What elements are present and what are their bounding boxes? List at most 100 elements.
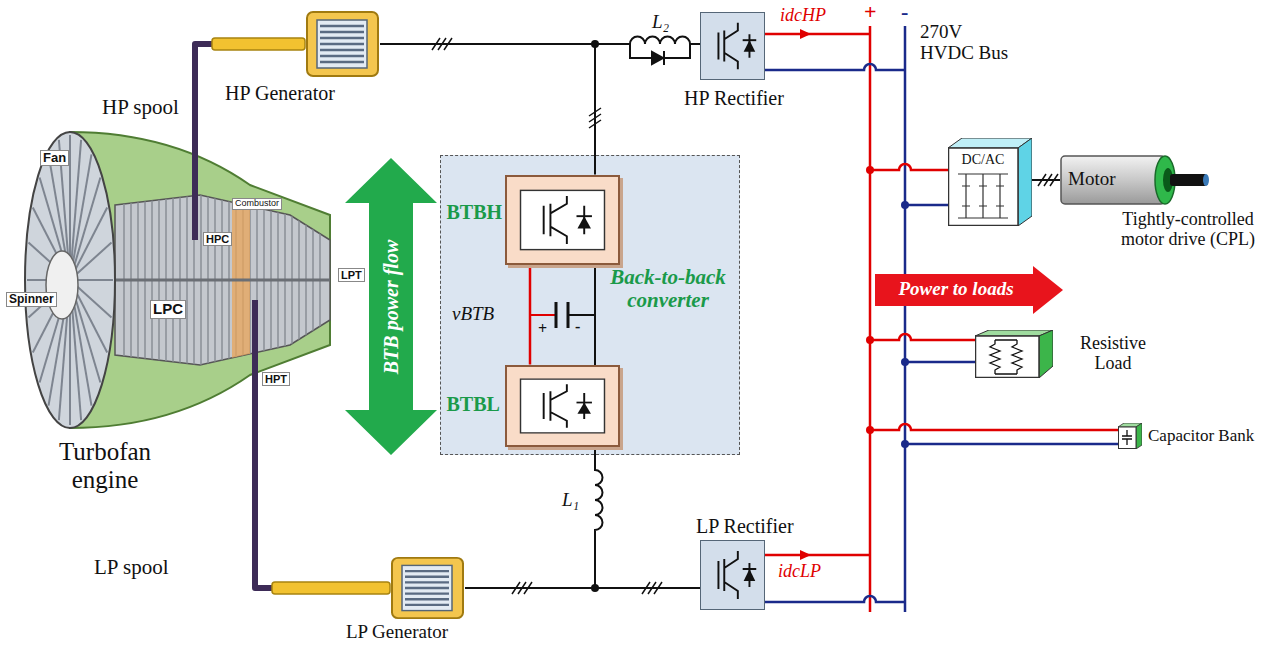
drawing-part <box>869 26 872 612</box>
drawing-part <box>958 174 1008 218</box>
drawing-part <box>870 334 975 340</box>
drawing-part <box>115 279 330 282</box>
drawing-part <box>904 26 907 612</box>
node-label: Back-to-back converter <box>604 266 732 312</box>
drawing-part <box>866 426 874 434</box>
wire-connector <box>255 430 390 588</box>
drawing-part <box>405 571 449 605</box>
drawing-part <box>744 569 756 581</box>
wire-connector <box>465 447 595 589</box>
node-label: Resistive Load <box>1073 334 1153 374</box>
current-label: idcLP <box>778 562 821 582</box>
drawing-part <box>765 64 905 70</box>
drawing-part <box>25 132 115 428</box>
part-label: Combustor <box>232 198 282 210</box>
converter-box: BTBL <box>505 365 620 447</box>
drawing-part <box>577 402 591 413</box>
drawing-part <box>577 216 591 228</box>
drawing-part <box>743 39 757 41</box>
drawing-part <box>1061 156 1165 204</box>
node-label: BTB power flow <box>380 239 402 373</box>
motor-symbol: MotorTightly-controlled motor drive (CPL… <box>1060 152 1210 208</box>
drawing-part <box>870 164 948 170</box>
drawing-part <box>591 584 599 592</box>
drawing-part <box>520 379 604 433</box>
drawing-part <box>765 554 870 557</box>
wire-connector <box>1032 179 1060 181</box>
polarity-sign: - <box>901 0 908 24</box>
drawing-part <box>543 384 584 427</box>
node-shape <box>1118 423 1142 449</box>
generator-box: LP Generator <box>390 556 465 620</box>
drawing-part <box>589 108 601 128</box>
drawing-part <box>512 582 532 594</box>
drawing-part <box>905 361 975 364</box>
drawing-part <box>70 132 330 428</box>
node-label: BTBL <box>447 393 500 415</box>
drawing-part <box>976 336 1040 378</box>
edge-label: L₂ <box>650 12 671 33</box>
capacitor-bank-box: Capacitor Bank <box>1118 423 1142 449</box>
drawing-part <box>595 468 603 532</box>
drawing-part <box>307 12 378 76</box>
drawing-part <box>718 551 749 599</box>
polarity-sign: + <box>864 0 877 24</box>
drawing-part <box>252 300 258 430</box>
drawing-part <box>591 40 599 48</box>
node-label: Capacitor Bank <box>1148 427 1254 446</box>
node-label: Turbofan engine <box>35 438 175 493</box>
part-label: HPC <box>203 232 232 246</box>
drawing-part <box>392 558 463 618</box>
drawing-part <box>800 29 811 39</box>
region-fill <box>440 155 740 455</box>
drawing-part <box>1136 423 1142 449</box>
wire-connector <box>465 587 700 589</box>
drawing-part <box>744 40 756 52</box>
drawing-part <box>949 148 1019 226</box>
inverter-box: DC/AC <box>948 138 1032 226</box>
drawing-part <box>743 568 757 570</box>
polarity-sign: + <box>538 320 547 338</box>
edge-label: LP spool <box>92 556 170 579</box>
drawing-part <box>192 130 198 240</box>
drawing-part <box>905 204 948 207</box>
drawing-part <box>576 215 591 217</box>
drawing-part <box>1039 330 1053 378</box>
node-shape <box>975 330 1053 378</box>
drawing-part <box>800 550 811 560</box>
node-label: HP Generator <box>215 82 345 104</box>
resistive-load-box: Resistive Load <box>975 330 1053 378</box>
node-caption: Tightly-controlled motor drive (CPL) <box>1115 210 1261 250</box>
drawing-part <box>272 582 390 594</box>
junction-dots <box>591 40 599 592</box>
drawing-part <box>718 23 749 70</box>
drawing-part <box>642 582 662 594</box>
node-label: HP Rectifier <box>679 87 789 109</box>
dc-link-capacitor <box>530 265 595 365</box>
turbofan-illustration <box>25 130 330 430</box>
drawing-part <box>990 340 1022 374</box>
drawing-part <box>530 314 556 316</box>
node-shape <box>507 367 618 445</box>
power-arrow: Power to loads <box>875 266 1063 314</box>
drawing-part <box>1203 174 1209 186</box>
spool-shafts <box>212 38 390 594</box>
drawing-part <box>46 251 78 319</box>
drawing-part <box>870 424 1118 430</box>
edge-label: L₁ <box>560 490 581 511</box>
node-shape <box>305 10 380 78</box>
current-label: idcHP <box>780 6 826 26</box>
drawing-part <box>652 52 663 64</box>
drawing-part <box>212 38 305 50</box>
polarity-sign: - <box>575 318 580 336</box>
node-label: LP Generator <box>332 622 462 643</box>
drawing-part <box>320 26 364 62</box>
drawing-part <box>1038 174 1058 186</box>
drawing-part <box>520 190 604 249</box>
drawing-part <box>1119 427 1137 449</box>
node-shape <box>701 13 764 79</box>
power-flow-arrow: BTB power flow <box>345 158 437 455</box>
